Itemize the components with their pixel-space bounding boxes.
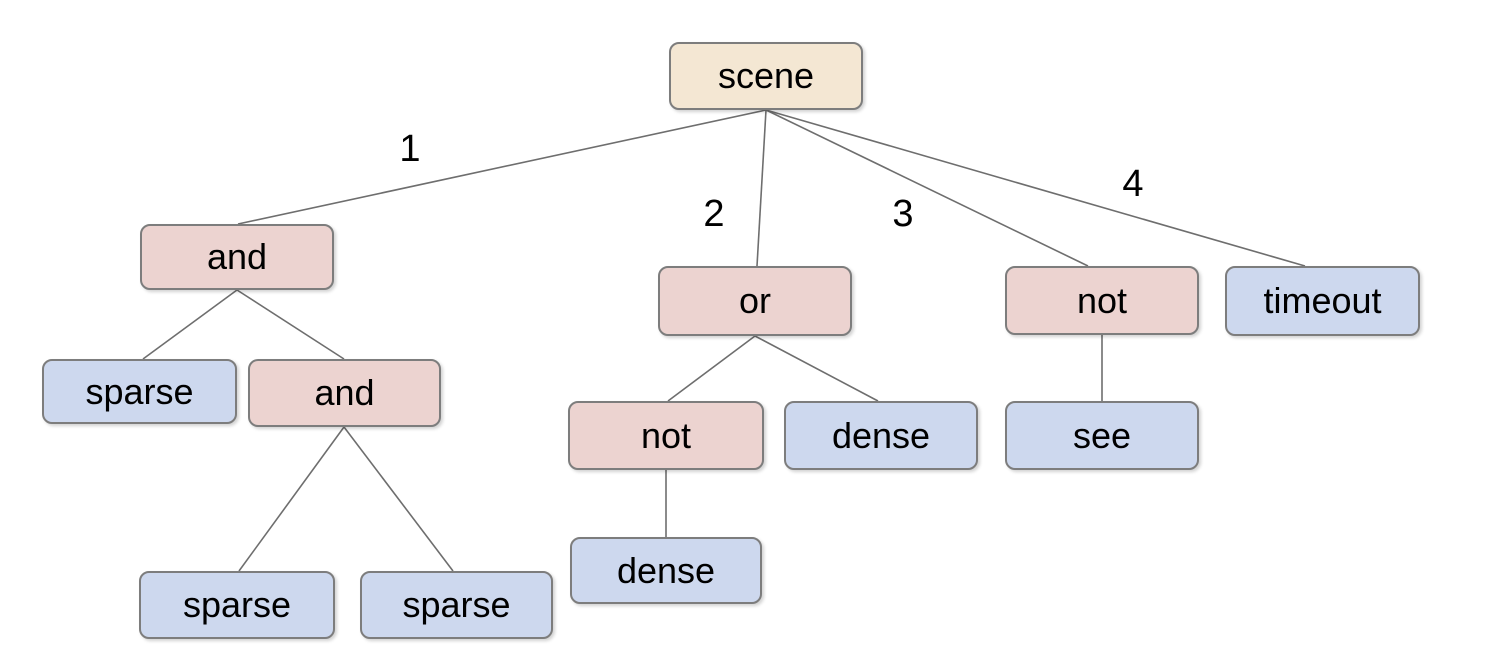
edge-and-sparse [142,289,238,360]
node-dense-label: dense [831,414,931,456]
node-see-label: see [1072,414,1132,456]
edge-label-1: 1 [399,128,421,170]
node-sparse-2-label: sparse [182,584,292,625]
node-sparse: sparse [42,359,237,424]
node-or: or [658,266,852,336]
node-see: see [1005,401,1199,470]
node-sparse-label: sparse [85,370,194,412]
edge-label-4: 4 [1122,163,1144,205]
node-sparse-3: sparse [360,571,553,639]
node-dense-2: dense [570,537,762,604]
edge-label-2: 2 [703,193,725,235]
node-dense-2-label: dense [616,549,716,591]
edge-scene-and [237,109,767,225]
node-timeout: timeout [1225,266,1420,336]
edge-scene-timeout [765,109,1306,267]
node-and-label: and [206,236,268,277]
node-not-2-label: not [640,414,692,456]
node-not-label: not [1076,279,1128,321]
edge-scene-not [765,109,1089,267]
edge-scene-or [756,109,767,267]
node-scene: scene [669,42,863,110]
node-dense: dense [784,401,978,470]
node-and-2: and [248,359,441,427]
edge-or-not2 [667,335,756,402]
edge-and2-sparse2 [238,426,345,572]
edge-and-and2 [236,289,345,360]
node-sparse-2: sparse [139,571,335,639]
edge-and2-sparse3 [343,426,454,572]
node-timeout-label: timeout [1263,280,1382,321]
node-and: and [140,224,334,290]
edge-or-dense [754,335,879,402]
node-sparse-3-label: sparse [402,584,511,625]
node-and-2-label: and [314,372,375,413]
node-or-label: or [738,280,771,321]
node-not-2: not [568,401,764,470]
edge-label-3: 3 [892,193,914,235]
node-not: not [1005,266,1199,335]
node-scene-label: scene [717,55,815,96]
